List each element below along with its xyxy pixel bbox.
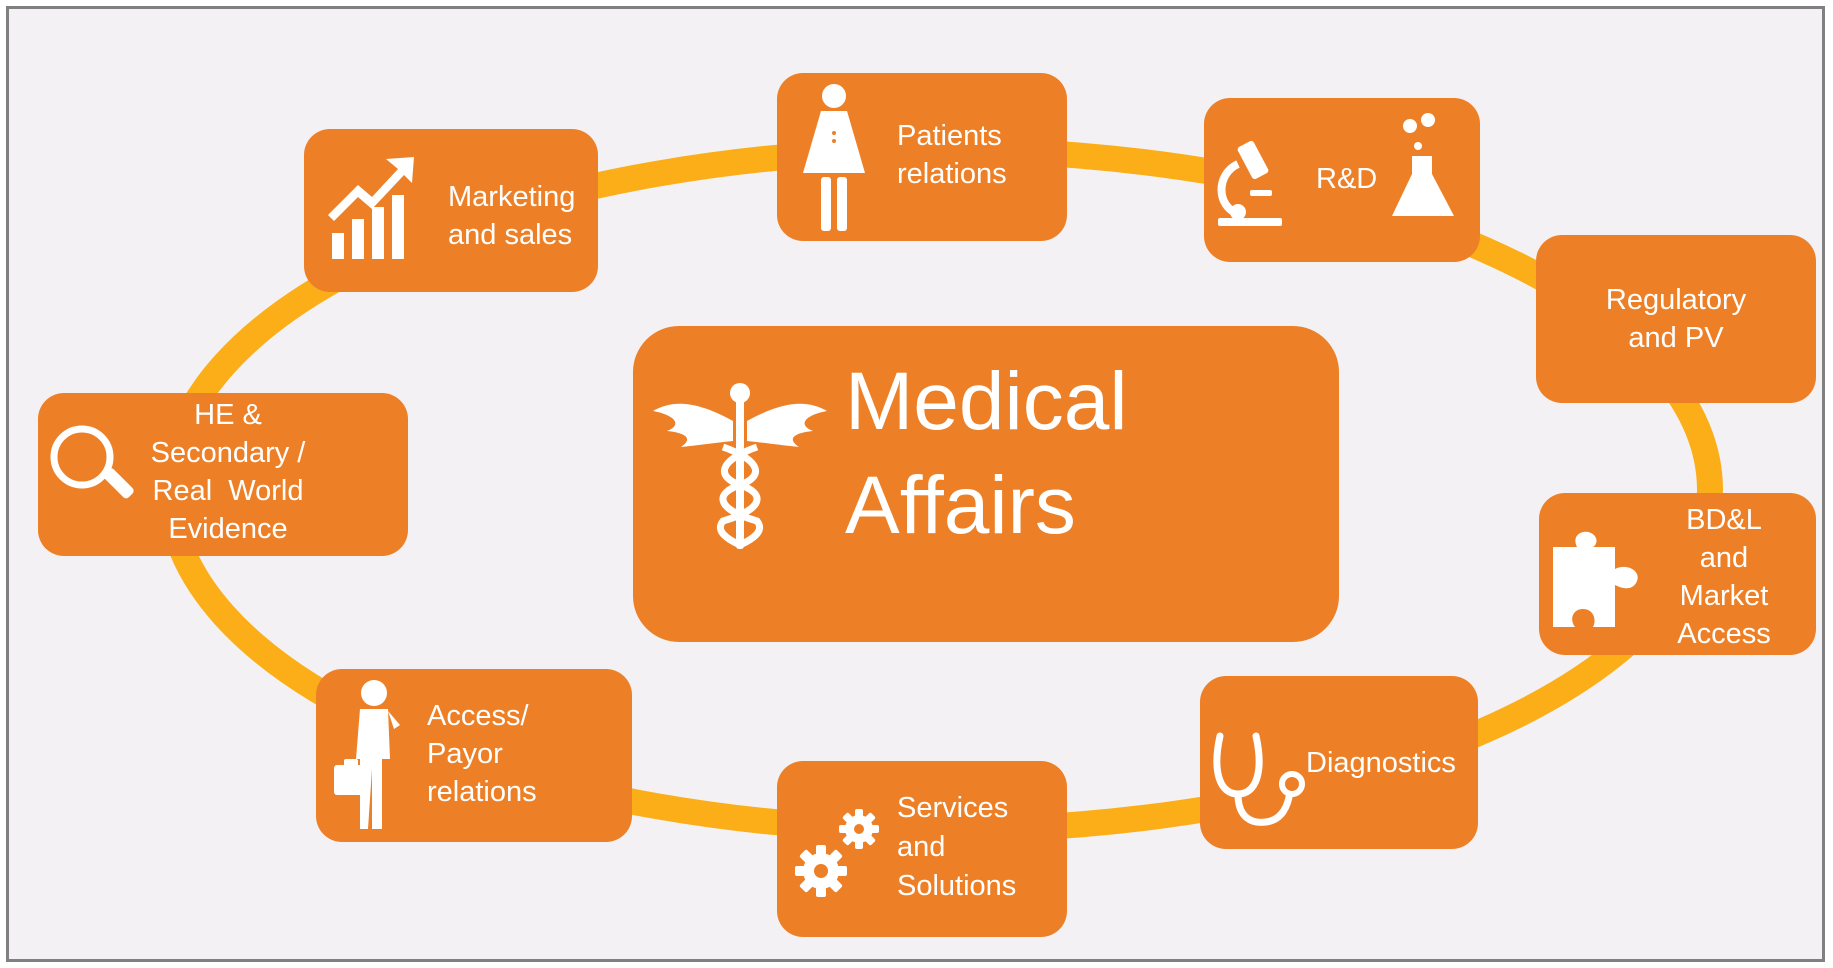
node-label: Access/ Payor relations (427, 700, 537, 808)
node-label: BD&L and Market Access (1677, 504, 1771, 650)
node-label: R&D (1316, 163, 1378, 195)
node-regulatory-pv: Regulatory and PV (1536, 235, 1816, 403)
node-access-payor: Access/ Payor relations (316, 669, 632, 842)
node-diagnostics: Diagnostics (1200, 676, 1478, 849)
node-he-rwe: HE & Secondary / Real World Evidence (38, 393, 408, 556)
node-label: HE & Secondary / Real World Evidence (150, 399, 306, 545)
businessman-icon (334, 680, 400, 829)
gears-icon (795, 809, 879, 897)
center-label: Medical Affairs (845, 356, 1128, 551)
patient-icon (803, 84, 865, 231)
center-medical-affairs: Medical Affairs (633, 326, 1339, 642)
microscope-icon (1217, 140, 1282, 226)
puzzle-icon (1553, 531, 1638, 627)
growth-chart-icon (328, 157, 414, 259)
flask-icon (1392, 113, 1454, 216)
node-label: Services and Solutions (897, 792, 1017, 902)
node-label: Regulatory and PV (1605, 284, 1747, 354)
node-patients-relations: Patients relations (777, 73, 1067, 241)
node-label: Diagnostics (1306, 747, 1456, 779)
node-bdl-market-access: BD&L and Market Access (1539, 493, 1816, 655)
magnifier-icon (50, 425, 134, 499)
caduceus-icon (653, 383, 827, 549)
node-label: Marketing and sales (448, 181, 576, 251)
node-marketing-sales: Marketing and sales (304, 129, 598, 292)
node-label: Patients relations (897, 120, 1007, 190)
stethoscope-icon (1213, 732, 1305, 826)
node-rnd: R&D (1204, 98, 1480, 262)
node-services-solutions: Services and Solutions (777, 761, 1067, 937)
